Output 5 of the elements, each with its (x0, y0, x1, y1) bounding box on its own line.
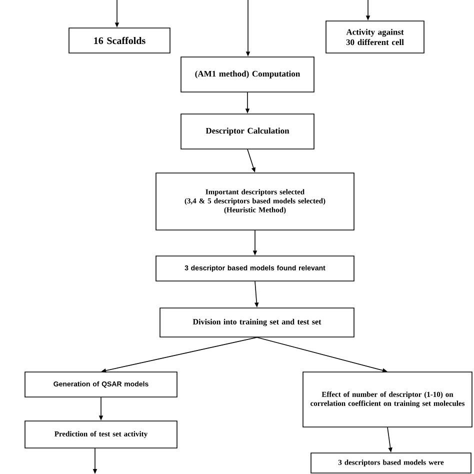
process-box: Division into training set and test set (160, 308, 354, 338)
process-box: Activity against 30 different cell (326, 20, 424, 54)
process-box: (AM1 method) Computation (180, 56, 314, 92)
process-box: 16 Scaffolds (68, 28, 170, 54)
process-box: Descriptor Calculation (180, 114, 314, 150)
